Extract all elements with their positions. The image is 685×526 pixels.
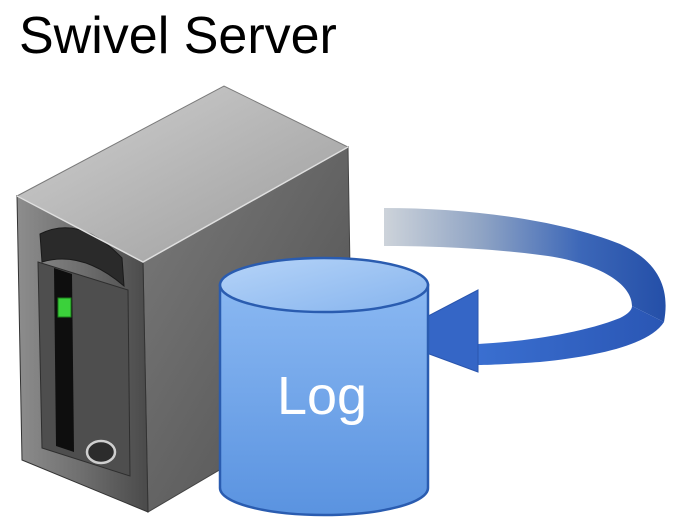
- page-title: Swivel Server: [19, 7, 337, 65]
- database-cylinder-icon: Log: [218, 256, 430, 517]
- log-label: Log: [277, 366, 367, 426]
- power-button-icon: [85, 439, 117, 465]
- circular-arrow-icon: [384, 208, 666, 373]
- power-led-icon: [57, 297, 72, 318]
